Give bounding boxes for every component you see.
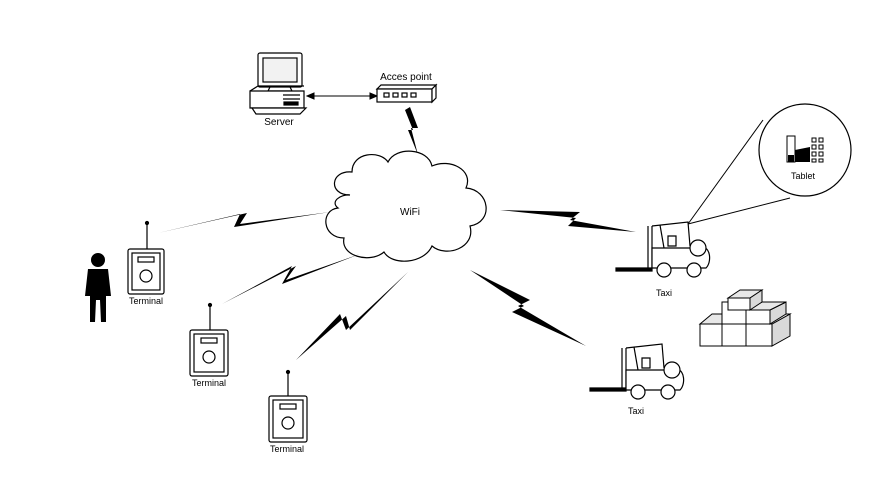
server-ap-link [305,92,379,100]
handheld-terminal-icon [127,220,165,295]
taxi-label: Taxi [628,406,644,416]
lightning-icon [470,270,586,346]
forklift-icon [589,343,685,400]
handheld-terminal-icon [268,369,308,443]
boxes-icon [698,289,792,347]
tablet-label: Tablet [791,171,816,181]
forklift-icon [615,221,711,278]
lightning-icon [222,254,360,304]
lightning-icon [158,212,330,233]
lightning-icon [500,210,636,232]
taxi-label: Taxi [656,288,672,298]
lightning-icon [296,272,408,360]
wifi-cloud-icon [325,150,487,262]
lightning-icon [405,107,418,155]
server-label: Server [264,117,294,128]
tablet-callout: Tablet [687,103,852,225]
server-computer-icon [249,52,308,115]
access-point-router-icon [375,83,438,104]
handheld-terminal-icon [189,302,229,377]
terminal-label: Terminal [270,444,304,454]
access-point-label: Acces point [380,72,432,83]
tablet-icon [786,135,824,163]
terminal-label: Terminal [129,296,163,306]
person-icon [85,253,111,322]
wifi-label: WiFi [400,207,420,218]
terminal-label: Terminal [192,378,226,388]
